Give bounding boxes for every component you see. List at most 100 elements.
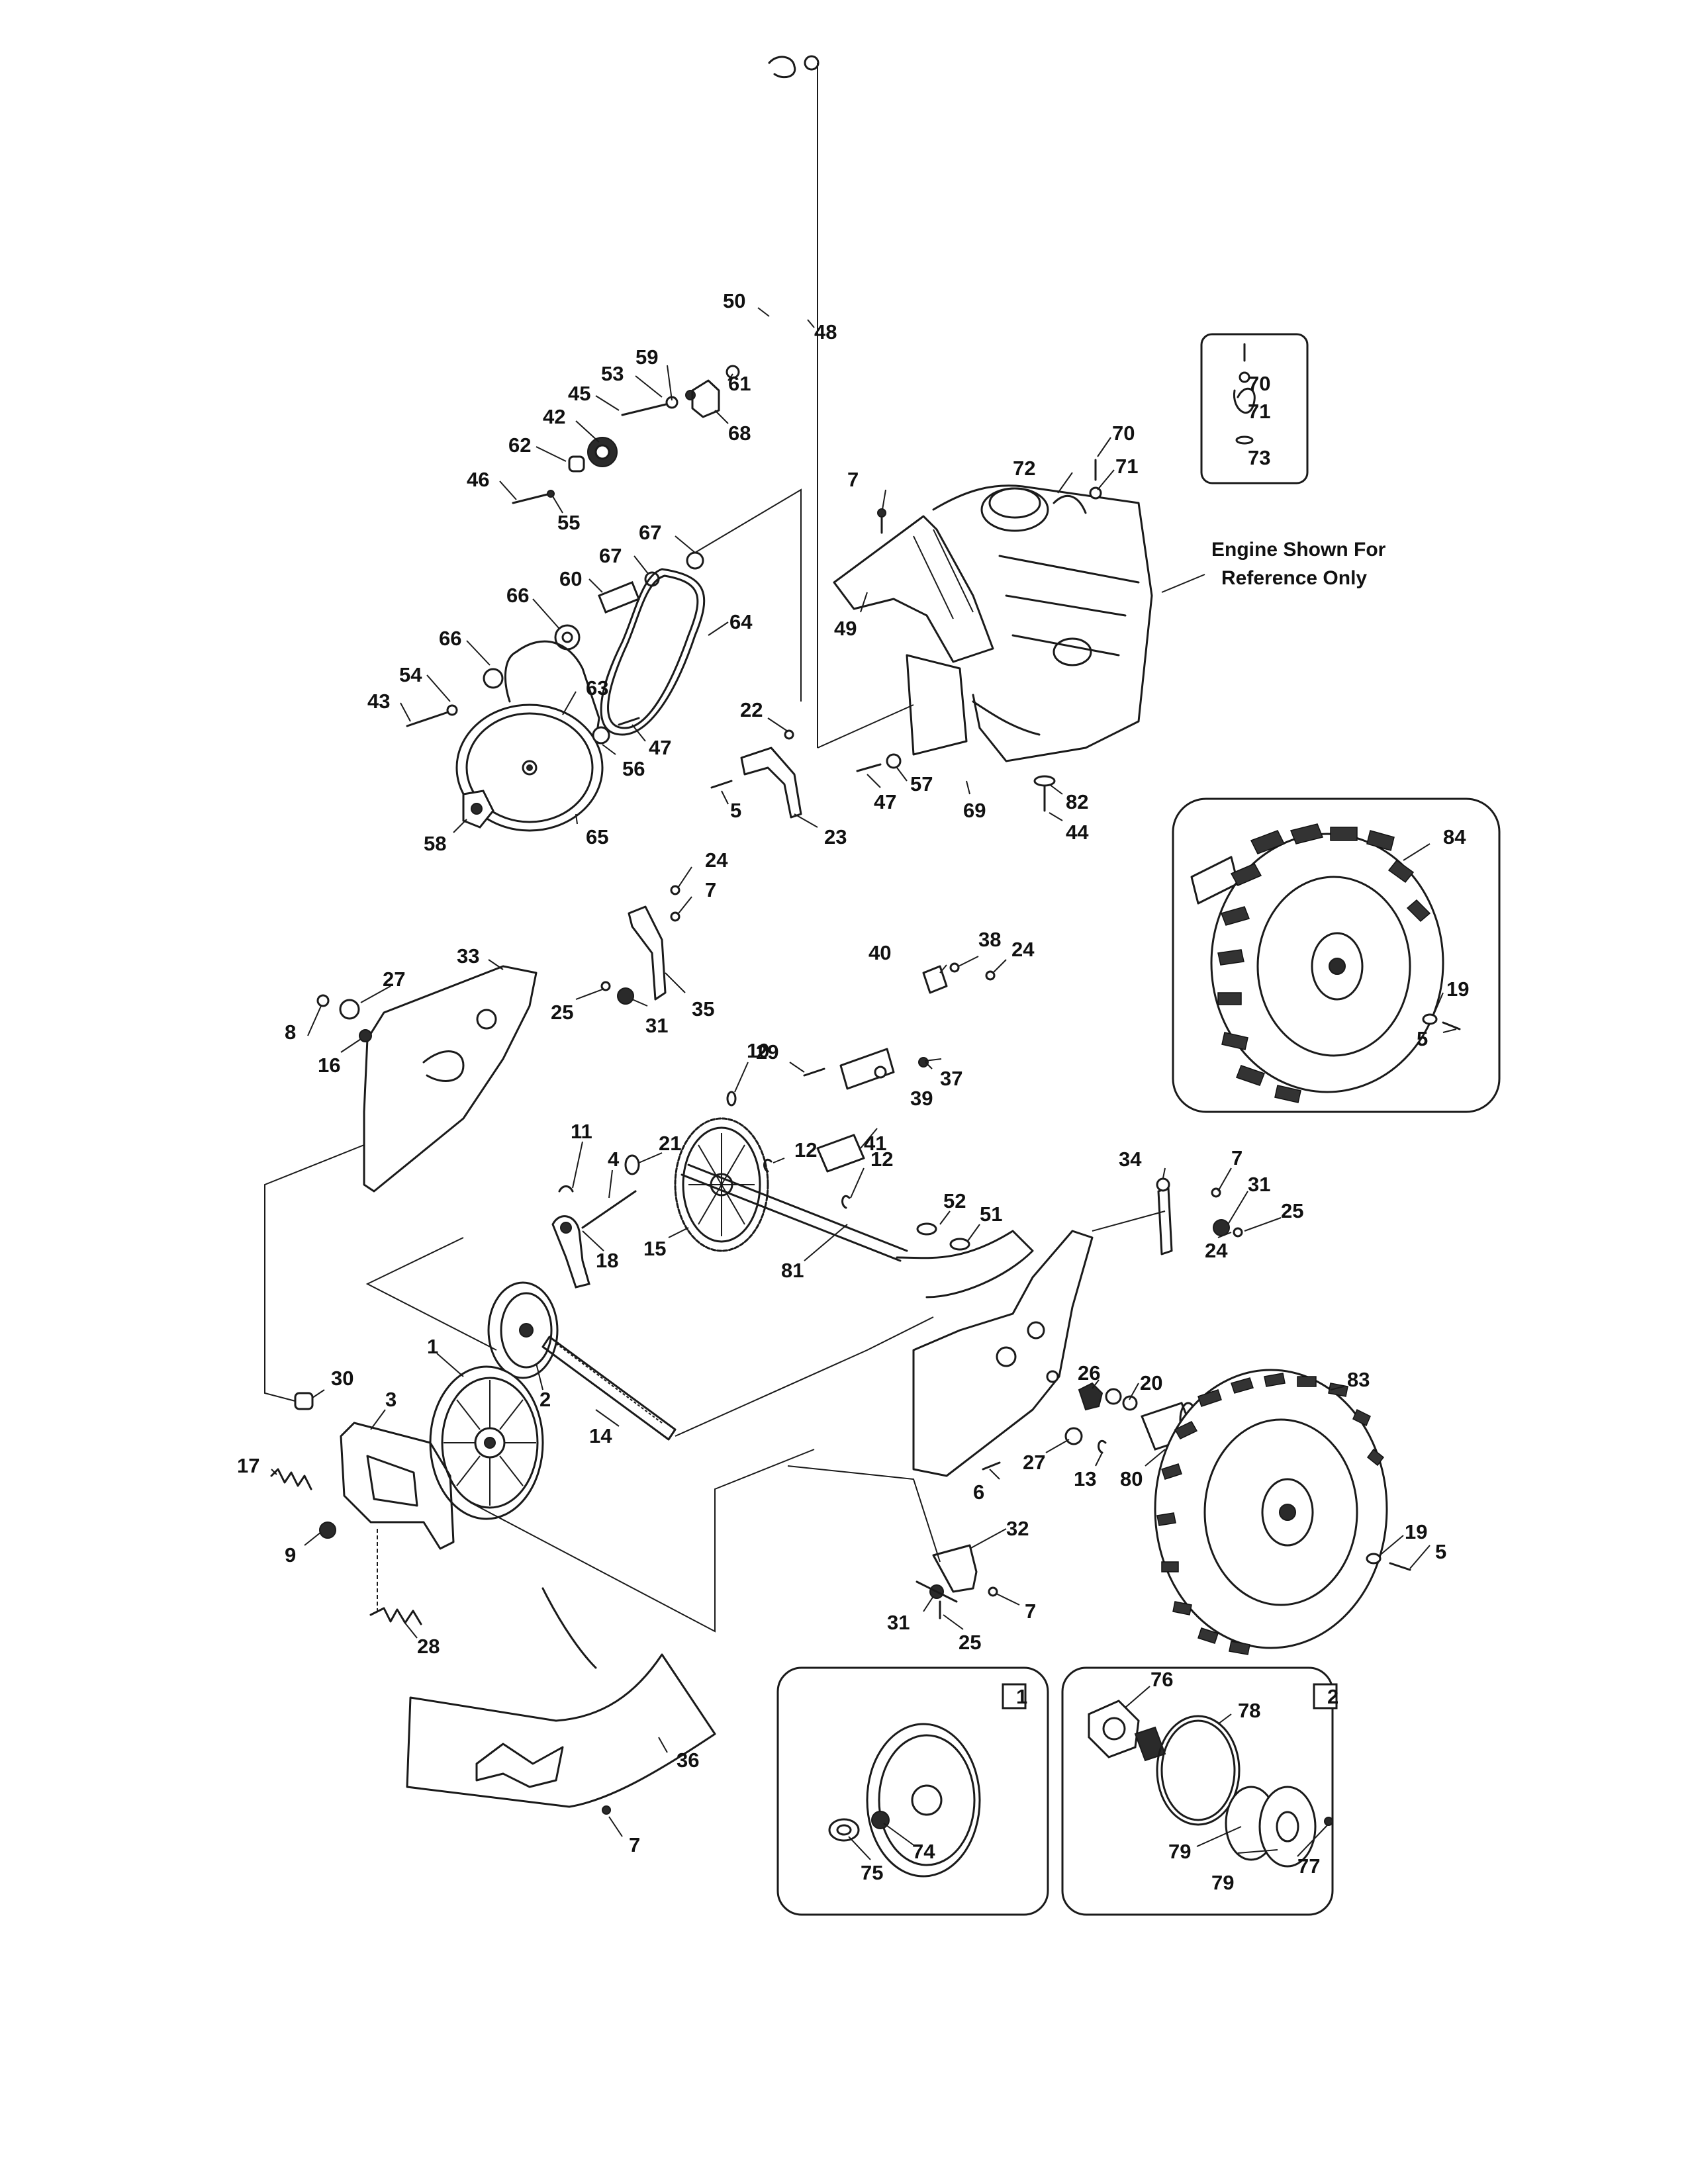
callout-79b: 79: [1211, 1871, 1234, 1894]
callout-31a: 31: [645, 1014, 668, 1037]
wheel-assembly-83: [1154, 1369, 1411, 1655]
callout-74: 74: [912, 1840, 935, 1863]
callout-35: 35: [692, 997, 714, 1021]
callout-48: 48: [814, 320, 837, 343]
callout-4: 4: [608, 1148, 620, 1171]
callout-77: 77: [1297, 1854, 1320, 1878]
tire-tread-83: [1156, 1373, 1385, 1655]
callout-8: 8: [285, 1021, 296, 1044]
callout-69: 69: [963, 799, 986, 822]
callout-54: 54: [399, 663, 422, 686]
callout-7b: 7: [705, 878, 716, 901]
callout-18: 18: [596, 1249, 618, 1272]
inset-2-bearing-flange: [1061, 1666, 1338, 1916]
callout-26: 26: [1078, 1361, 1100, 1385]
callout-79a: 79: [1168, 1840, 1191, 1863]
engine-note-line-1: Engine Shown For: [1211, 539, 1386, 561]
callout-34: 34: [1119, 1148, 1142, 1171]
callout-labels: 50 48 59 53 45 61 68 42 62 46 55 67 67 6…: [237, 289, 1469, 1894]
engine-illustration: [710, 459, 1153, 819]
callout-70b: 70: [1112, 422, 1135, 445]
callout-25a: 25: [551, 1001, 573, 1024]
callout-41: 41: [864, 1132, 886, 1155]
callout-3: 3: [385, 1388, 397, 1411]
callout-24c: 24: [1205, 1239, 1228, 1262]
callout-30: 30: [331, 1367, 353, 1390]
callout-80: 80: [1120, 1467, 1143, 1490]
callout-43: 43: [367, 690, 390, 713]
callout-66a: 66: [506, 584, 529, 607]
callout-25c: 25: [959, 1631, 981, 1654]
callout-51: 51: [980, 1203, 1002, 1226]
callout-45: 45: [568, 382, 590, 405]
callout-50: 50: [723, 289, 745, 312]
callout-12b: 12: [870, 1148, 893, 1171]
callout-62: 62: [508, 433, 531, 457]
callout-47b: 47: [874, 790, 896, 813]
callout-10: 10: [747, 1039, 769, 1062]
callout-68: 68: [728, 422, 751, 445]
inset-2-number: 2: [1327, 1685, 1338, 1708]
callout-40: 40: [868, 941, 891, 964]
callout-66b: 66: [439, 627, 461, 650]
callout-5b: 5: [1435, 1540, 1446, 1563]
callout-31b: 31: [1248, 1173, 1270, 1196]
callout-58: 58: [424, 832, 446, 855]
callout-7e: 7: [629, 1833, 640, 1856]
callout-33: 33: [457, 944, 479, 968]
callout-9: 9: [285, 1543, 296, 1567]
callout-14: 14: [589, 1424, 612, 1447]
callout-5c: 5: [1417, 1027, 1428, 1050]
callout-73: 73: [1248, 446, 1270, 469]
callout-23: 23: [824, 825, 847, 848]
callout-84: 84: [1443, 825, 1466, 848]
callout-21: 21: [659, 1132, 681, 1155]
callout-52: 52: [943, 1189, 966, 1212]
callout-75: 75: [861, 1861, 883, 1884]
left-frame-assembly: [270, 885, 996, 1815]
tire-tread-84: [1217, 823, 1431, 1103]
callout-46: 46: [467, 468, 489, 491]
callout-72: 72: [1013, 457, 1035, 480]
callout-56: 56: [622, 757, 645, 780]
leader-lines: [271, 307, 1457, 1860]
callout-63: 63: [586, 676, 608, 700]
wheel-inset-84: [1172, 797, 1501, 1113]
callout-16: 16: [318, 1054, 340, 1077]
callout-36: 36: [677, 1749, 699, 1772]
callout-76: 76: [1150, 1668, 1173, 1691]
callout-59: 59: [635, 345, 658, 369]
callout-28: 28: [417, 1635, 440, 1658]
callout-49: 49: [834, 617, 857, 640]
callout-65: 65: [586, 825, 608, 848]
callout-47a: 47: [649, 736, 671, 759]
callout-81: 81: [781, 1259, 804, 1282]
callout-70a: 70: [1248, 372, 1270, 395]
callout-27a: 27: [383, 968, 405, 991]
callout-24a: 24: [705, 848, 728, 872]
callout-39: 39: [910, 1087, 933, 1110]
callout-7a: 7: [847, 468, 859, 491]
callout-11: 11: [571, 1120, 592, 1143]
right-frame-assembly: [896, 1177, 1243, 1619]
hardware-inset-box: [1200, 333, 1309, 484]
callout-5a: 5: [730, 799, 741, 822]
callout-29: 29: [756, 1040, 778, 1064]
callout-7d: 7: [1025, 1600, 1036, 1623]
assembly-guide-lines-upper: [694, 63, 914, 749]
callout-71b: 71: [1115, 455, 1138, 478]
callout-53: 53: [601, 362, 624, 385]
callout-12a: 12: [794, 1138, 817, 1161]
callout-83: 83: [1347, 1368, 1370, 1391]
callout-32: 32: [1006, 1517, 1029, 1540]
callout-7c: 7: [1231, 1146, 1243, 1169]
callout-38: 38: [978, 928, 1001, 951]
callout-31c: 31: [887, 1611, 910, 1634]
callout-60: 60: [559, 567, 582, 590]
callout-42: 42: [543, 405, 565, 428]
callout-24b: 24: [1011, 938, 1035, 961]
assembly-guide-lines-lower: [264, 1144, 1166, 1633]
callout-78: 78: [1238, 1699, 1260, 1722]
callout-55: 55: [557, 511, 580, 534]
pulley-belt-assembly: [406, 55, 820, 832]
